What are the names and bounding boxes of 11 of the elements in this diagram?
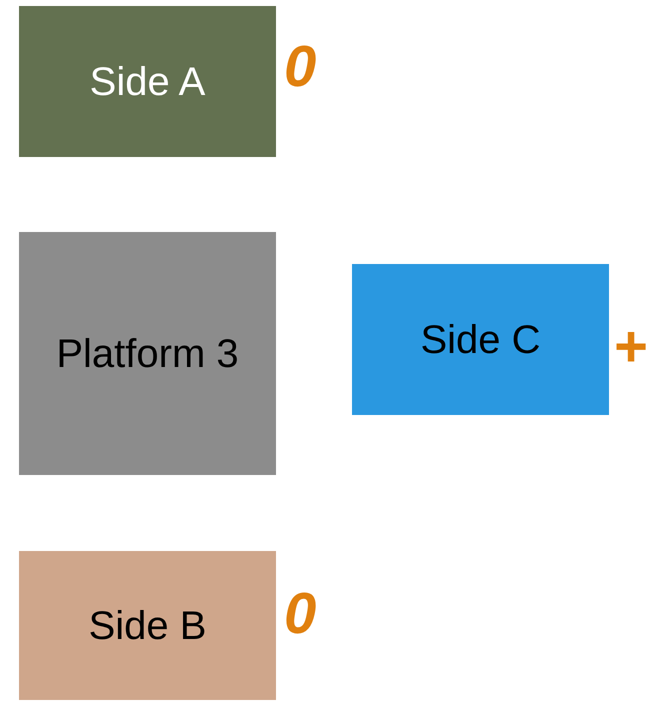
beside-mark: 0 bbox=[284, 585, 316, 643]
beside-mark: + bbox=[613, 318, 647, 376]
beside-mark: 0 bbox=[284, 38, 316, 96]
box-label: Side B bbox=[88, 602, 206, 650]
box-label: Side A bbox=[90, 58, 206, 106]
box-label: Platform 3 bbox=[56, 330, 239, 378]
colored-box bbox=[19, 6, 276, 157]
box-label: Side C bbox=[420, 316, 541, 364]
colored-box bbox=[19, 232, 276, 475]
colored-box bbox=[19, 551, 276, 700]
colored-box bbox=[352, 264, 609, 415]
